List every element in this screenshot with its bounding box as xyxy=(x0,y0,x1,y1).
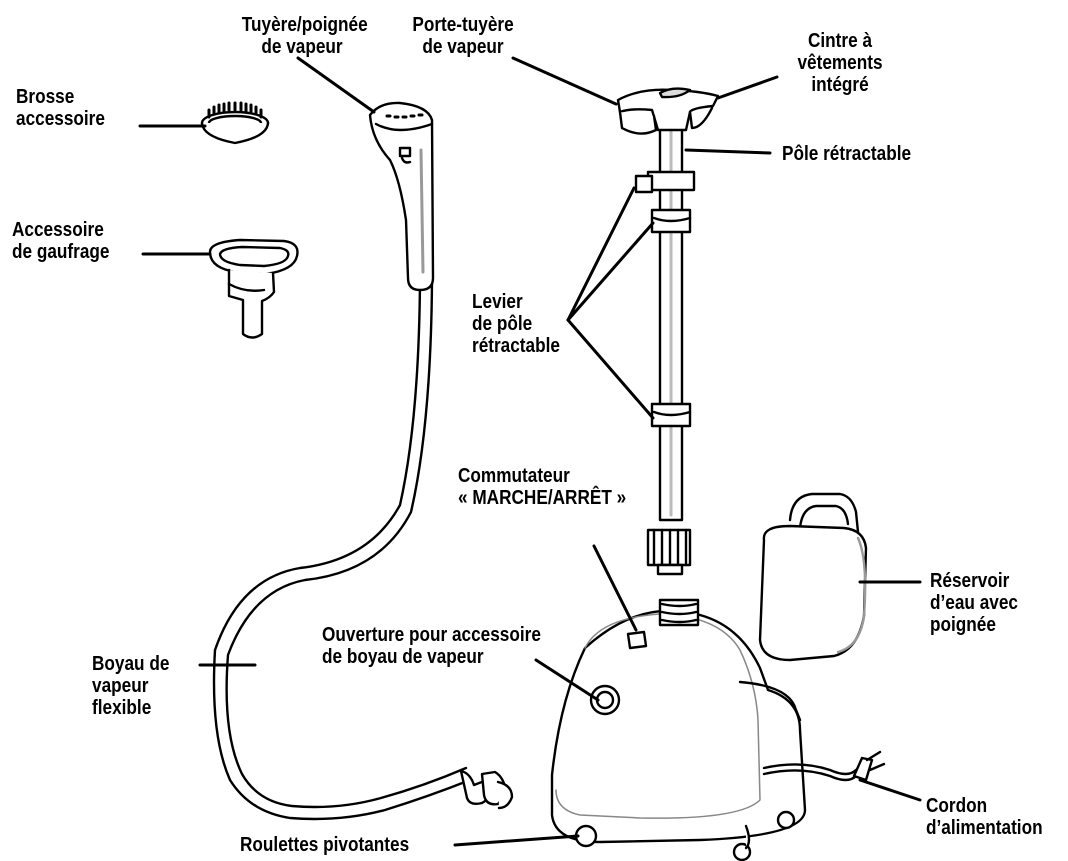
water-tank-label: Réservoir d’eau avec poignée xyxy=(930,570,1018,636)
crease-attachment-label: Accessoire de gaufrage xyxy=(12,219,109,263)
on-off-switch-label: Commutateur « MARCHE/ARRÊT » xyxy=(458,465,626,509)
brush-accessory-label: Brosse accessoire xyxy=(16,86,105,130)
steam-nozzle-handle xyxy=(370,103,433,290)
power-cord-label: Cordon d’alimentation xyxy=(926,795,1043,839)
pole-lever-label: Levier de pôle rétractable xyxy=(472,291,560,357)
nozzle-handle-label: Tuyère/poignée de vapeur xyxy=(242,14,362,58)
crease-attachment xyxy=(210,240,297,338)
retractable-pole xyxy=(618,89,718,574)
garment-hanger-label: Cintre à vêtements intégré xyxy=(780,30,900,96)
nozzle-holder-label: Porte-tuyère de vapeur xyxy=(407,14,519,58)
hose-opening-label: Ouverture pour accessoire de boyau de va… xyxy=(322,624,541,668)
steam-hose xyxy=(214,280,512,819)
water-tank xyxy=(760,494,866,660)
swivel-casters-label: Roulettes pivotantes xyxy=(240,834,409,856)
retractable-pole-label: Pôle rétractable xyxy=(782,143,911,165)
leader-lines xyxy=(140,58,920,845)
flexible-hose-label: Boyau de vapeur flexible xyxy=(92,653,169,719)
brush-accessory xyxy=(202,103,268,143)
